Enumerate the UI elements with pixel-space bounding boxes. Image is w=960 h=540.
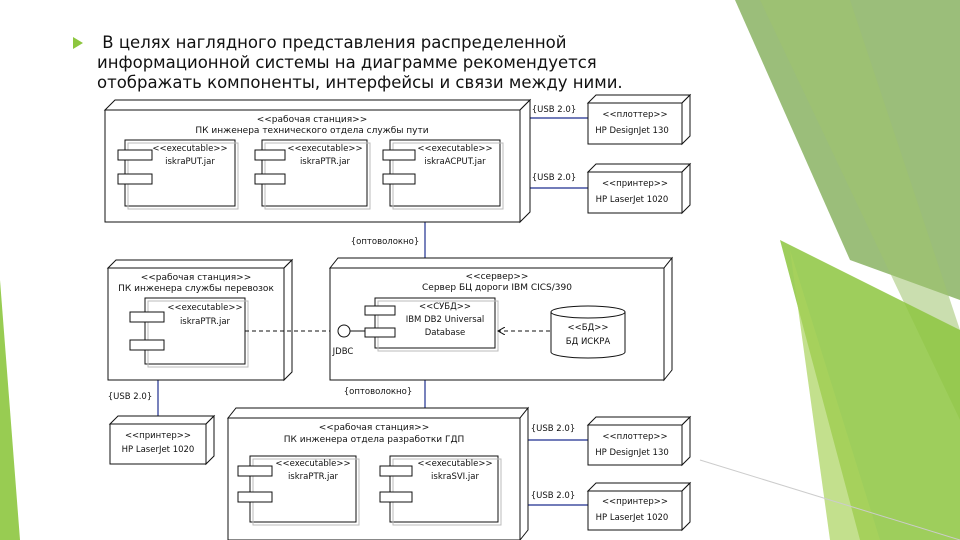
node-server: <<сервер>> Сервер БЦ дороги IBM CICS/390… — [328, 256, 674, 382]
component2-stereotype: <<executable>> — [287, 144, 362, 154]
db-name: БД ИСКРА — [566, 337, 611, 347]
interface-label: JDBC — [332, 347, 354, 357]
node2-name: ПК инженера службы перевозок — [118, 284, 274, 294]
printer2-link-label: {USB 2.0} — [108, 392, 152, 402]
node3-stereotype: <<рабочая станция>> — [319, 423, 430, 433]
node3-component2-stereotype: <<executable>> — [417, 459, 492, 469]
links — [157, 117, 588, 506]
printer3-link-label: {USB 2.0} — [531, 491, 575, 501]
dbms-name-line1: IBM DB2 Universal — [406, 315, 485, 325]
component3-stereotype: <<executable>> — [417, 144, 492, 154]
device-printer-1: <<принтер>> HP LaserJet 1020 {USB 2.0} — [532, 162, 692, 215]
left-corner-shape — [0, 280, 20, 540]
link-server-node3-label: {оптоволокно} — [344, 387, 412, 397]
device-printer-3: {USB 2.0} <<принтер>> HP LaserJet 1020 — [531, 481, 692, 532]
dbms-stereotype: <<СУБД>> — [419, 302, 471, 312]
bullet-arrow-icon — [73, 37, 83, 49]
printer3-stereotype: <<принтер>> — [602, 497, 668, 507]
printer2-stereotype: <<принтер>> — [125, 431, 191, 441]
node2-component-name: iskraPTR.jar — [180, 317, 231, 327]
plotter3-link-label: {USB 2.0} — [531, 424, 575, 434]
server-stereotype: <<сервер>> — [466, 272, 529, 282]
node-workstation-2: <<рабочая станция>> ПК инженера службы п… — [106, 258, 338, 382]
node2-component: <<executable>> iskraPTR.jar — [129, 297, 249, 368]
database-cylinder-icon: <<БД>> БД ИСКРА — [550, 305, 626, 359]
component-3: <<executable>> iskraACPUT.jar — [382, 139, 504, 210]
component-2: <<executable>> iskraPTR.jar — [254, 139, 371, 210]
device-plotter-3: {USB 2.0} <<плоттер>> HP DesignJet 130 — [531, 415, 692, 467]
bottom-right-shape-2 — [790, 250, 880, 540]
node3-name: ПК инженера отдела разработки ГДП — [284, 435, 465, 445]
component1-stereotype: <<executable>> — [152, 144, 227, 154]
device-printer-2: {USB 2.0} <<принтер>> HP LaserJet 1020 — [108, 392, 216, 466]
node3-component1-name: iskraPTR.jar — [288, 472, 339, 482]
plotter1-link-label: {USB 2.0} — [532, 105, 576, 115]
node3-component-1: <<executable>> iskraPTR.jar — [237, 455, 360, 526]
printer3-name: HP LaserJet 1020 — [596, 513, 669, 523]
link-node1-server-label: {оптоволокно} — [351, 237, 419, 247]
component2-name: iskraPTR.jar — [300, 157, 351, 167]
plotter3-stereotype: <<плоттер>> — [602, 432, 667, 442]
node-workstation-3: <<рабочая станция>> ПК инженера отдела р… — [226, 406, 530, 540]
node2-stereotype: <<рабочая станция>> — [141, 273, 252, 283]
printer2-name: HP LaserJet 1020 — [122, 445, 195, 455]
node2-component-stereotype: <<executable>> — [167, 303, 242, 313]
component1-name: iskraPUT.jar — [165, 157, 215, 167]
device-plotter-1: <<плоттер>> HP DesignJet 130 {USB 2.0} — [532, 93, 692, 146]
dbms-component: <<СУБД>> IBM DB2 Universal Database — [364, 297, 499, 352]
printer1-link-label: {USB 2.0} — [532, 173, 576, 183]
printer1-name: HP LaserJet 1020 — [596, 195, 669, 205]
plotter1-name: HP DesignJet 130 — [595, 126, 669, 136]
plotter1-stereotype: <<плоттер>> — [602, 110, 667, 120]
bullet-text: В целях наглядного представления распред… — [97, 33, 623, 92]
thin-line — [699, 459, 960, 540]
component3-name: iskraACPUT.jar — [424, 157, 486, 167]
node3-component2-name: iskraSVI.jar — [431, 472, 479, 482]
node3-component1-stereotype: <<executable>> — [275, 459, 350, 469]
plotter3-name: HP DesignJet 130 — [595, 448, 669, 458]
printer1-stereotype: <<принтер>> — [602, 179, 668, 189]
node1-stereotype: <<рабочая станция>> — [257, 115, 368, 125]
interface-lollipop-icon — [337, 324, 351, 338]
node1-name: ПК инженера технического отдела службы п… — [195, 126, 428, 136]
component-1: <<executable>> iskraPUT.jar — [117, 139, 239, 210]
node3-component-2: <<executable>> iskraSVI.jar — [379, 455, 502, 526]
server-name: Сервер БЦ дороги IBM CICS/390 — [422, 283, 572, 293]
node-workstation-1: <<рабочая станция>> ПК инженера техничес… — [103, 98, 532, 224]
dbms-name-line2: Database — [425, 328, 466, 338]
bottom-right-shape — [780, 240, 960, 540]
db-stereotype: <<БД>> — [568, 323, 609, 333]
